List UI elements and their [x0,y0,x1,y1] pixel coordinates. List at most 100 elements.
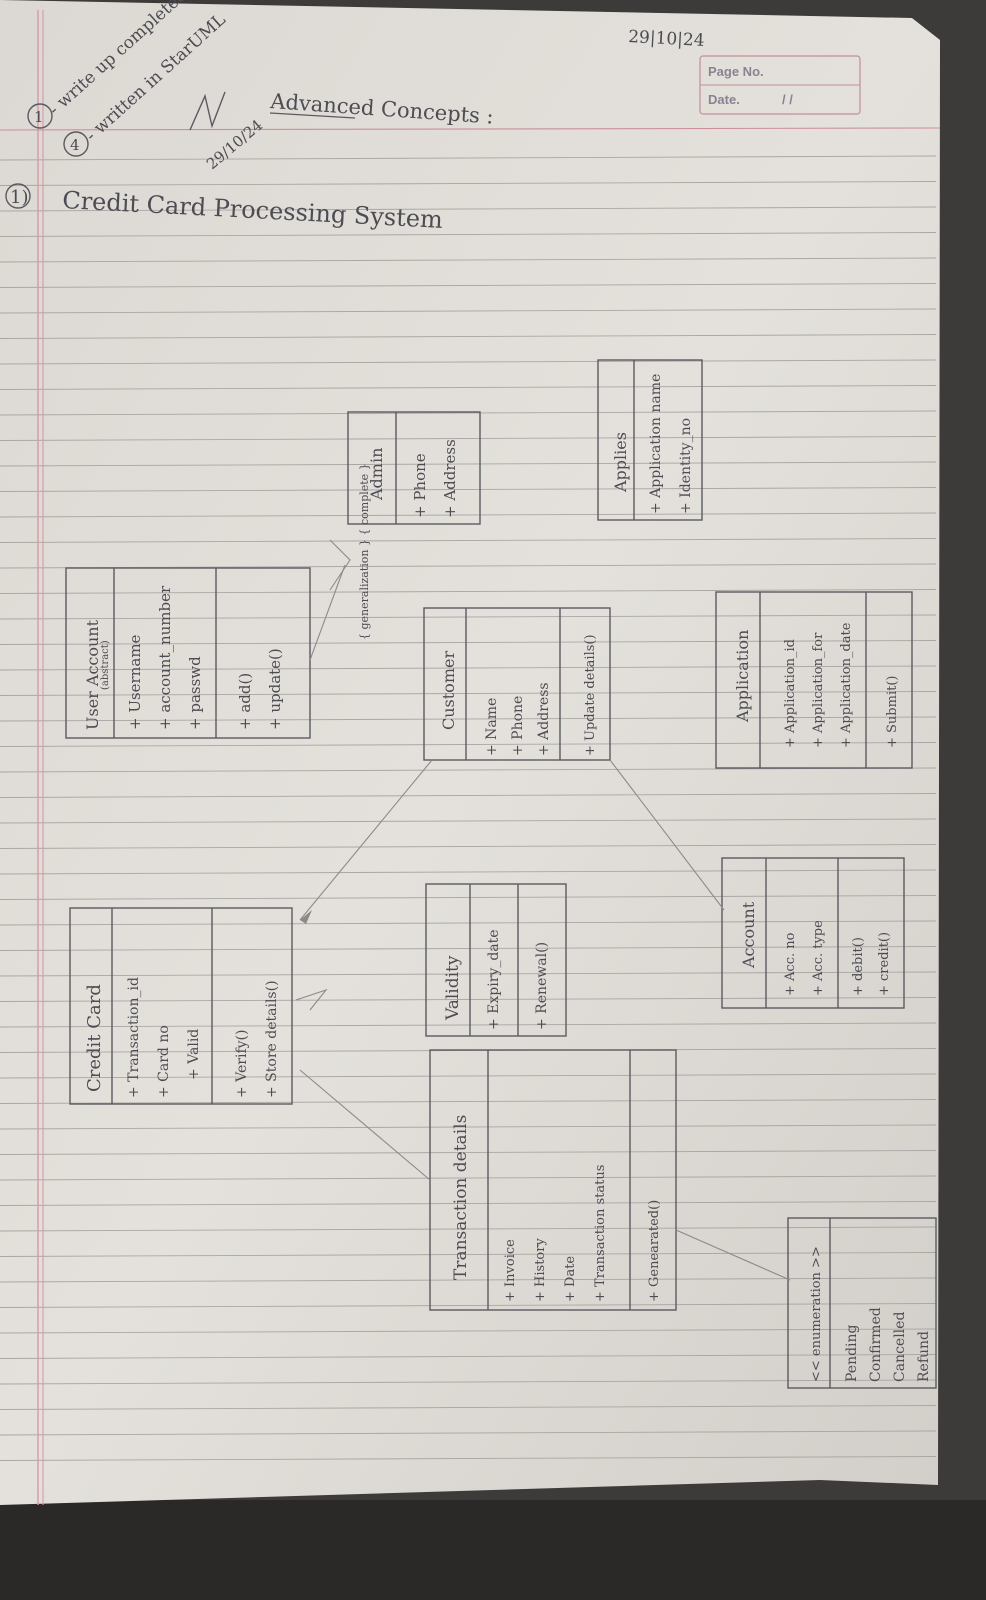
generalization-arrowhead [329,539,351,591]
association-line [299,759,433,921]
ruled-line [0,1456,937,1461]
customer-method: + Update details() [583,634,598,756]
ruled-line [0,920,937,926]
ruled-line [0,1328,937,1334]
ruled-line [0,614,937,620]
ruled-line [0,436,937,441]
note-2-number: 4 [70,136,80,154]
association-line [675,1229,791,1281]
applies-name: Applies [611,432,630,493]
validity-name: Validity [443,955,463,1021]
user-account-attr: + account_number [156,585,174,730]
ruled-line [0,385,937,390]
class-customer: Customer + Name + Phone + Address + Upda… [423,607,611,761]
applies-attr: + Application name [648,374,664,514]
ruled-line [0,997,937,1002]
class-transaction-details: Transaction details + Invoice + History … [429,1049,677,1311]
ruled-lines [0,155,937,1461]
association-line [609,759,725,911]
date-slashes: / / [782,92,793,107]
user-account-method: + update() [266,648,284,730]
ruled-line [0,232,937,237]
class-user-account: User Account (abstract) + Username + acc… [65,567,311,739]
applies-attr: + Identity_no [678,418,694,514]
enumeration-literal: Pending [844,1324,860,1382]
class-account: Account + Acc. no + Acc. type + debit() … [721,857,905,1009]
ruled-line [0,283,937,288]
admin-name: Admin [367,448,386,501]
enumeration-literal: Refund [916,1331,932,1382]
class-admin: Admin + Phone + Address [347,411,481,525]
ruled-line [0,946,937,951]
admin-attr: + Address [441,439,459,518]
ruled-line [0,1150,937,1155]
class-enumeration: << enumeration >> Pending Confirmed Canc… [787,1217,937,1389]
credit-card-attr: + Transaction_id [126,977,142,1098]
ruled-line [0,640,937,645]
application-name: Application [733,630,752,723]
relationships [295,759,791,1281]
ruled-line [0,742,937,747]
customer-attr: + Phone [510,696,526,756]
ruled-line [0,1354,937,1359]
transaction-details-method: + Genearated() [647,1200,662,1302]
credit-card-attr: + Valid [186,1029,202,1080]
ruled-line [0,1201,937,1206]
customer-name: Customer [439,651,458,730]
ruled-line [0,538,937,543]
account-method: + credit() [877,932,892,996]
user-account-stereotype: (abstract) [100,640,111,690]
validity-method: + Renewal() [534,942,550,1030]
account-method: + debit() [851,937,866,996]
user-account-attr: + Username [126,634,144,730]
user-account-name: User Account [83,619,102,730]
ruled-line [0,1099,937,1104]
application-method: + Submit() [885,676,900,748]
account-attr: + Acc. no [783,932,798,996]
table-surface [0,1500,986,1600]
transaction-details-attr: + History [533,1238,548,1302]
ruled-line [0,206,937,212]
ruled-line [0,461,937,467]
transaction-details-attr: + Date [563,1256,578,1302]
enumeration-name: << enumeration >> [809,1246,824,1382]
written-date: 29|10|24 [628,27,705,51]
credit-card-method: + Store details() [264,980,280,1098]
ruled-line [0,1226,937,1232]
user-account-method: + add() [236,673,254,730]
ruled-line [0,334,937,339]
ruled-line [0,691,937,696]
ruled-line [0,895,937,900]
customer-attr: + Address [536,682,552,756]
class-credit-card: Credit Card + Transaction_id + Card no +… [69,907,293,1105]
validity-attr: + Expiry_date [486,929,502,1030]
ruled-line [0,1022,937,1028]
customer-attr: + Name [484,698,500,756]
question-number: 1) [10,187,28,208]
ruled-line [0,793,937,798]
ruled-line [0,1430,937,1436]
ruled-line [0,665,937,671]
enumeration-literal: Confirmed [868,1307,884,1382]
user-account-attr: + passwd [186,656,204,730]
arrow-head [300,910,312,924]
ruled-line [0,1124,937,1130]
date-label: Date. [708,92,740,107]
constraint-note: { generalization } { complete } [358,463,371,640]
ruled-line [0,1175,937,1181]
ruled-line [0,1405,937,1410]
transaction-details-name: Transaction details [451,1115,471,1280]
arrow-head [295,988,328,1011]
credit-card-name: Credit Card [84,984,105,1092]
class-validity: Validity + Expiry_date + Renewal() [425,883,567,1037]
ruled-line [0,1277,937,1283]
ruled-line [0,844,937,849]
account-attr: + Acc. type [811,920,826,996]
ruled-line [0,1303,937,1308]
enumeration-literal: Cancelled [892,1312,908,1382]
ruled-line [0,1073,937,1079]
ruled-line [0,818,937,824]
paper-sheet [0,0,940,1505]
